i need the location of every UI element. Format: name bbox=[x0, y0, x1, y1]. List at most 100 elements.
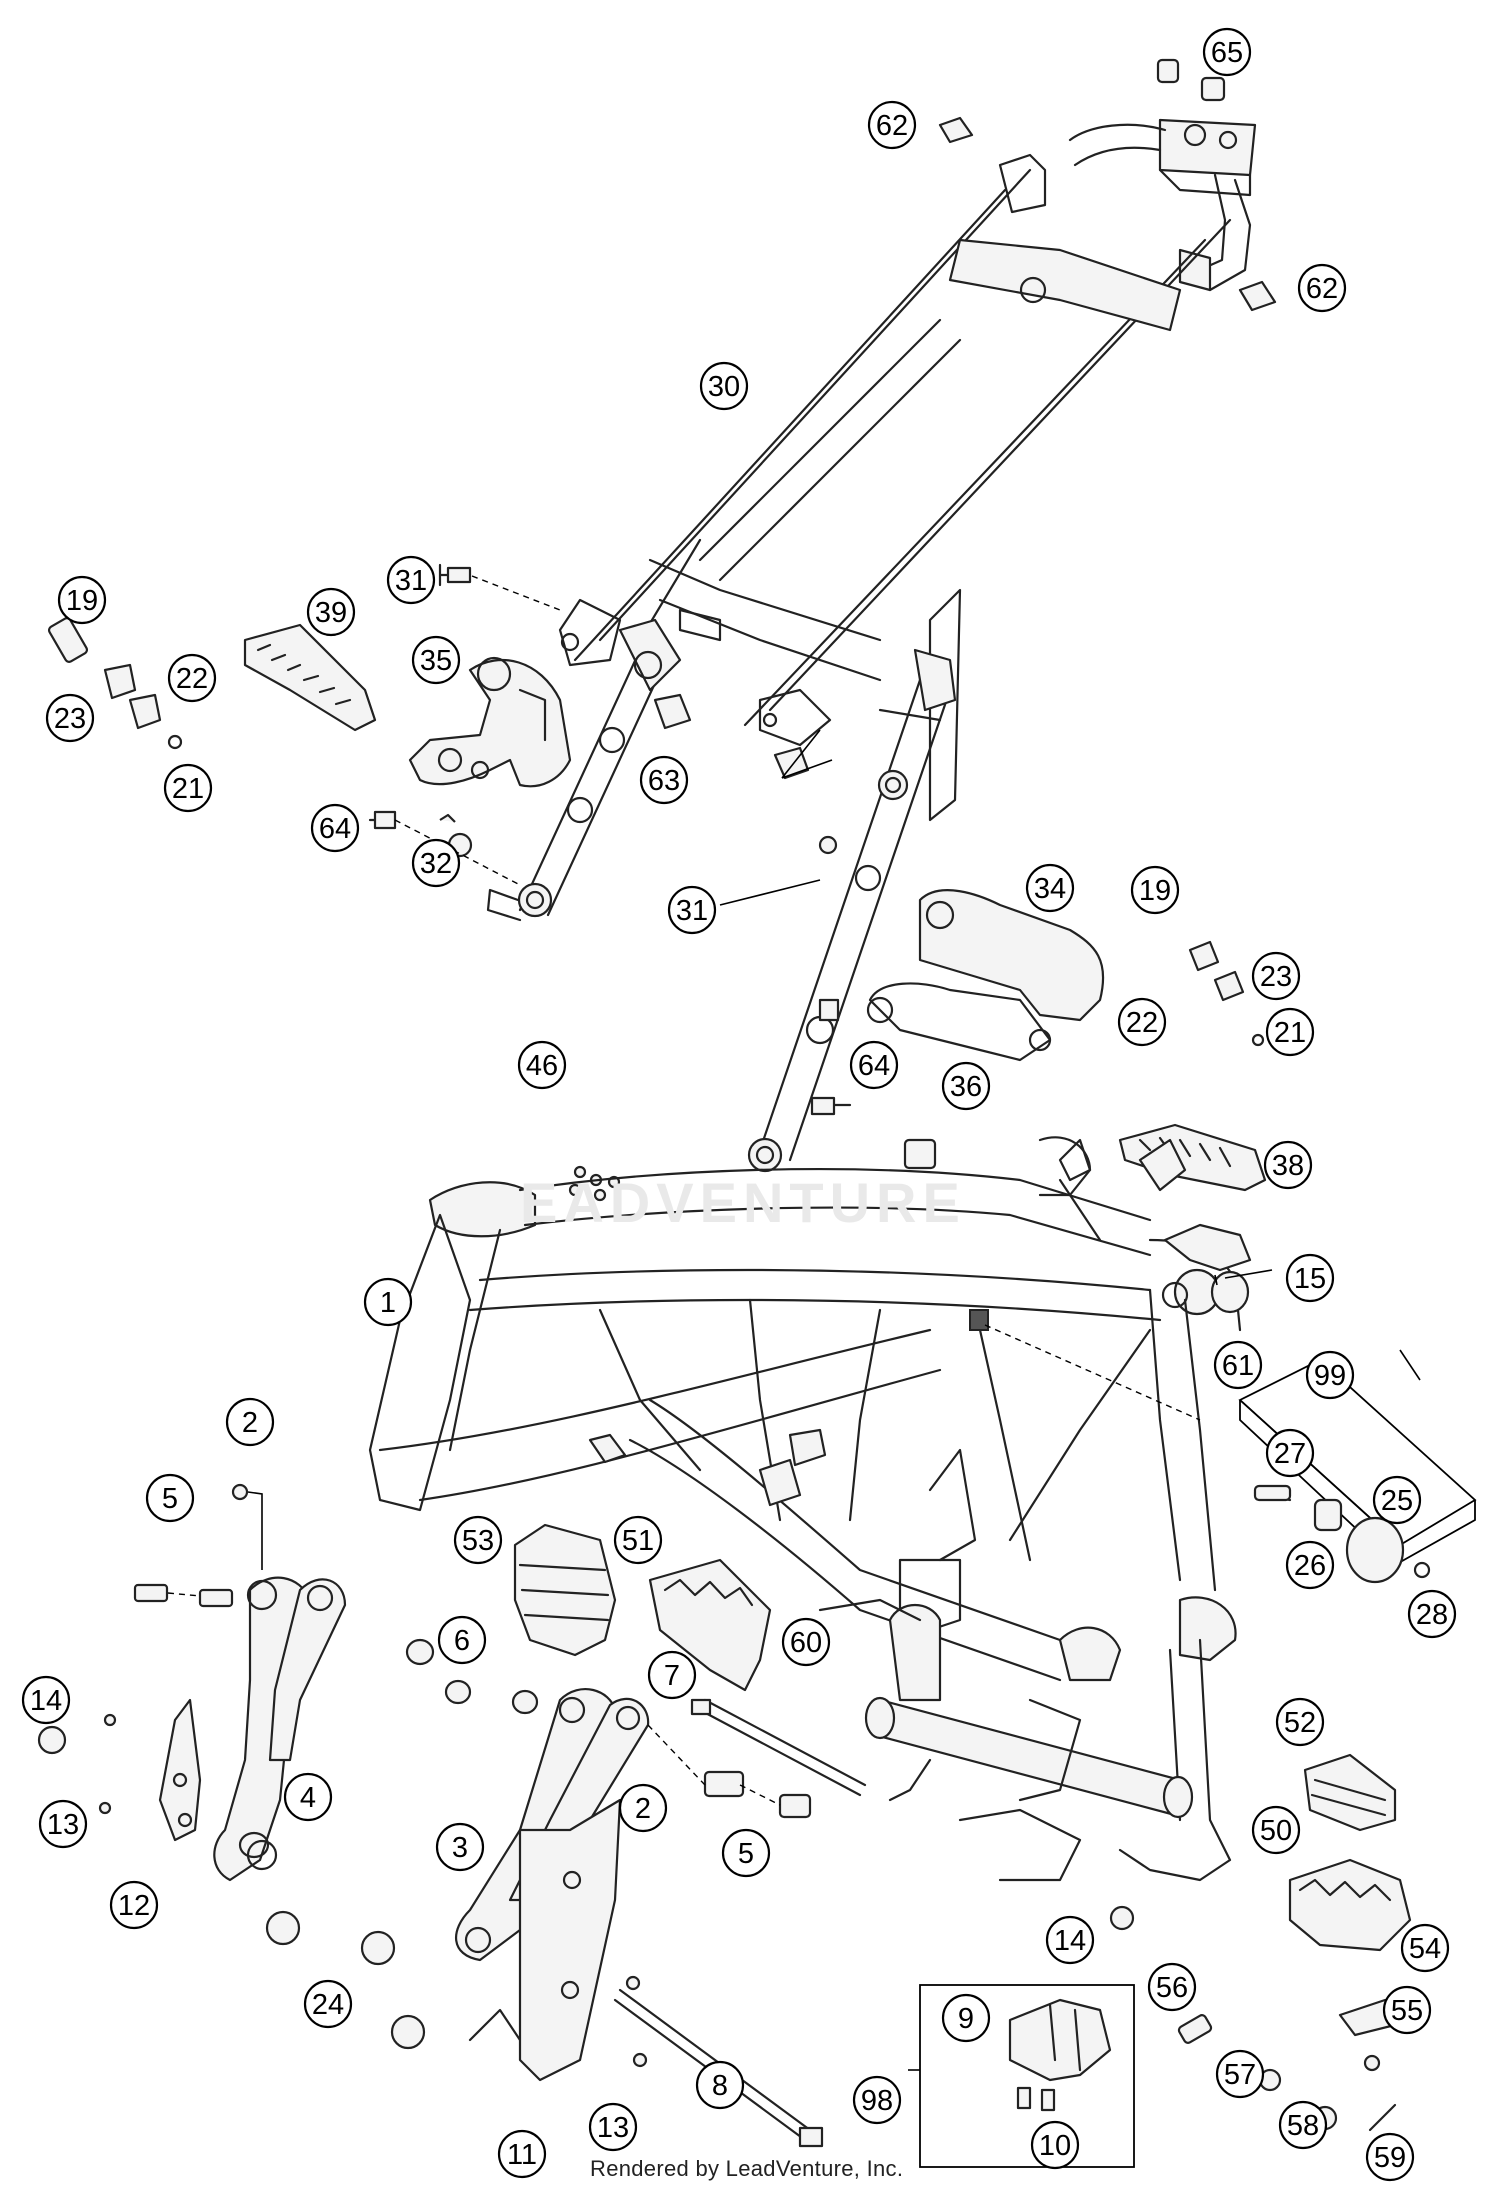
callout-50: 50 bbox=[1251, 1805, 1301, 1855]
callout-12: 12 bbox=[109, 1880, 159, 1930]
callout-8: 8 bbox=[695, 2060, 745, 2110]
callout-number: 57 bbox=[1224, 2059, 1256, 2091]
callout-number: 52 bbox=[1284, 1707, 1316, 1739]
callout-number: 24 bbox=[312, 1989, 344, 2021]
callout-number: 22 bbox=[1126, 1007, 1158, 1039]
callout-38: 38 bbox=[1263, 1140, 1313, 1190]
callout-number: 21 bbox=[172, 773, 204, 805]
callout-2: 2 bbox=[225, 1397, 275, 1447]
frame-plug-and-bushing-kit bbox=[984, 1270, 1477, 1584]
callout-59: 59 bbox=[1365, 2132, 1415, 2182]
callout-21: 21 bbox=[1265, 1007, 1315, 1057]
callout-number: 8 bbox=[712, 2070, 728, 2102]
callout-6: 6 bbox=[437, 1615, 487, 1665]
callout-52: 52 bbox=[1275, 1697, 1325, 1747]
subframe-hardware bbox=[47, 58, 1277, 1202]
callout-number: 10 bbox=[1039, 2130, 1071, 2162]
callout-number: 58 bbox=[1287, 2110, 1319, 2142]
callout-31: 31 bbox=[667, 885, 717, 935]
callout-number: 13 bbox=[47, 1809, 79, 1841]
rider-footpeg-left-alt bbox=[648, 1558, 772, 1692]
callout-3: 3 bbox=[435, 1822, 485, 1872]
callout-number: 98 bbox=[861, 2085, 893, 2117]
left-footrest-bracket bbox=[37, 1483, 539, 2050]
callout-5: 5 bbox=[145, 1473, 195, 1523]
callout-number: 2 bbox=[242, 1407, 258, 1439]
callout-53: 53 bbox=[453, 1515, 503, 1565]
right-subframe-strut bbox=[747, 648, 957, 1173]
callout-number: 11 bbox=[507, 2139, 537, 2171]
callout-31: 31 bbox=[386, 555, 436, 605]
callout-number: 64 bbox=[858, 1050, 890, 1082]
callout-98: 98 bbox=[852, 2075, 902, 2125]
callout-number: 64 bbox=[319, 813, 351, 845]
callout-number: 19 bbox=[66, 585, 98, 617]
callout-14: 14 bbox=[21, 1675, 71, 1725]
callout-number: 5 bbox=[738, 1838, 754, 1870]
callout-99: 99 bbox=[1305, 1350, 1355, 1400]
callout-number: 27 bbox=[1274, 1438, 1306, 1470]
callout-number: 62 bbox=[1306, 273, 1338, 305]
callout-63: 63 bbox=[639, 755, 689, 805]
callout-13: 13 bbox=[588, 2102, 638, 2152]
callout-7: 7 bbox=[647, 1650, 697, 1700]
callout-number: 6 bbox=[454, 1625, 470, 1657]
callout-30: 30 bbox=[699, 361, 749, 411]
right-passenger-footrest-bracket bbox=[866, 889, 1105, 1062]
main-frame bbox=[368, 1136, 1252, 1882]
callout-62: 62 bbox=[867, 100, 917, 150]
callout-61: 61 bbox=[1213, 1340, 1263, 1390]
callout-2: 2 bbox=[618, 1783, 668, 1833]
right-footrest-bracket bbox=[455, 1688, 867, 2148]
callout-56: 56 bbox=[1147, 1962, 1197, 2012]
callout-number: 15 bbox=[1294, 1263, 1326, 1295]
callout-15: 15 bbox=[1285, 1253, 1335, 1303]
callout-number: 28 bbox=[1416, 1599, 1448, 1631]
callout-number: 3 bbox=[452, 1832, 468, 1864]
callout-11: 11 bbox=[497, 2129, 547, 2179]
callout-10: 10 bbox=[1030, 2120, 1080, 2170]
callout-51: 51 bbox=[613, 1515, 663, 1565]
callout-36: 36 bbox=[941, 1061, 991, 1111]
callout-number: 9 bbox=[958, 2003, 974, 2035]
callout-number: 26 bbox=[1294, 1550, 1326, 1582]
left-passenger-footpeg bbox=[243, 623, 377, 732]
callout-28: 28 bbox=[1407, 1589, 1457, 1639]
callout-1: 1 bbox=[363, 1277, 413, 1327]
callout-number: 14 bbox=[30, 1685, 62, 1717]
callout-number: 2 bbox=[635, 1793, 651, 1825]
callout-58: 58 bbox=[1278, 2100, 1328, 2150]
callout-26: 26 bbox=[1285, 1540, 1335, 1590]
callout-54: 54 bbox=[1400, 1923, 1450, 1973]
callout-22: 22 bbox=[1117, 997, 1167, 1047]
callout-46: 46 bbox=[517, 1040, 567, 1090]
callout-number: 60 bbox=[790, 1627, 822, 1659]
callout-27: 27 bbox=[1265, 1428, 1315, 1478]
callout-24: 24 bbox=[303, 1979, 353, 2029]
callout-number: 25 bbox=[1381, 1485, 1413, 1517]
callout-9: 9 bbox=[941, 1993, 991, 2043]
right-passenger-footpeg bbox=[1118, 1123, 1267, 1192]
callout-number: 56 bbox=[1156, 1972, 1188, 2004]
callout-64: 64 bbox=[310, 803, 360, 853]
callout-4: 4 bbox=[283, 1772, 333, 1822]
callout-number: 12 bbox=[118, 1890, 150, 1922]
callout-57: 57 bbox=[1215, 2049, 1265, 2099]
callout-60: 60 bbox=[781, 1617, 831, 1667]
callout-number: 46 bbox=[526, 1050, 558, 1082]
callout-number: 1 bbox=[380, 1287, 396, 1319]
callout-number: 55 bbox=[1391, 1995, 1423, 2027]
callout-39: 39 bbox=[306, 587, 356, 637]
left-passenger-footrest-bracket bbox=[408, 656, 572, 788]
callout-number: 31 bbox=[676, 895, 708, 927]
callout-number: 36 bbox=[950, 1071, 982, 1103]
callout-number: 22 bbox=[176, 663, 208, 695]
callout-number: 32 bbox=[420, 848, 452, 880]
callout-number: 21 bbox=[1274, 1017, 1306, 1049]
callout-number: 23 bbox=[1260, 961, 1292, 993]
callout-13: 13 bbox=[38, 1799, 88, 1849]
callout-number: 53 bbox=[462, 1525, 494, 1557]
callout-34: 34 bbox=[1025, 863, 1075, 913]
rider-footpeg-right bbox=[1303, 1753, 1397, 1832]
